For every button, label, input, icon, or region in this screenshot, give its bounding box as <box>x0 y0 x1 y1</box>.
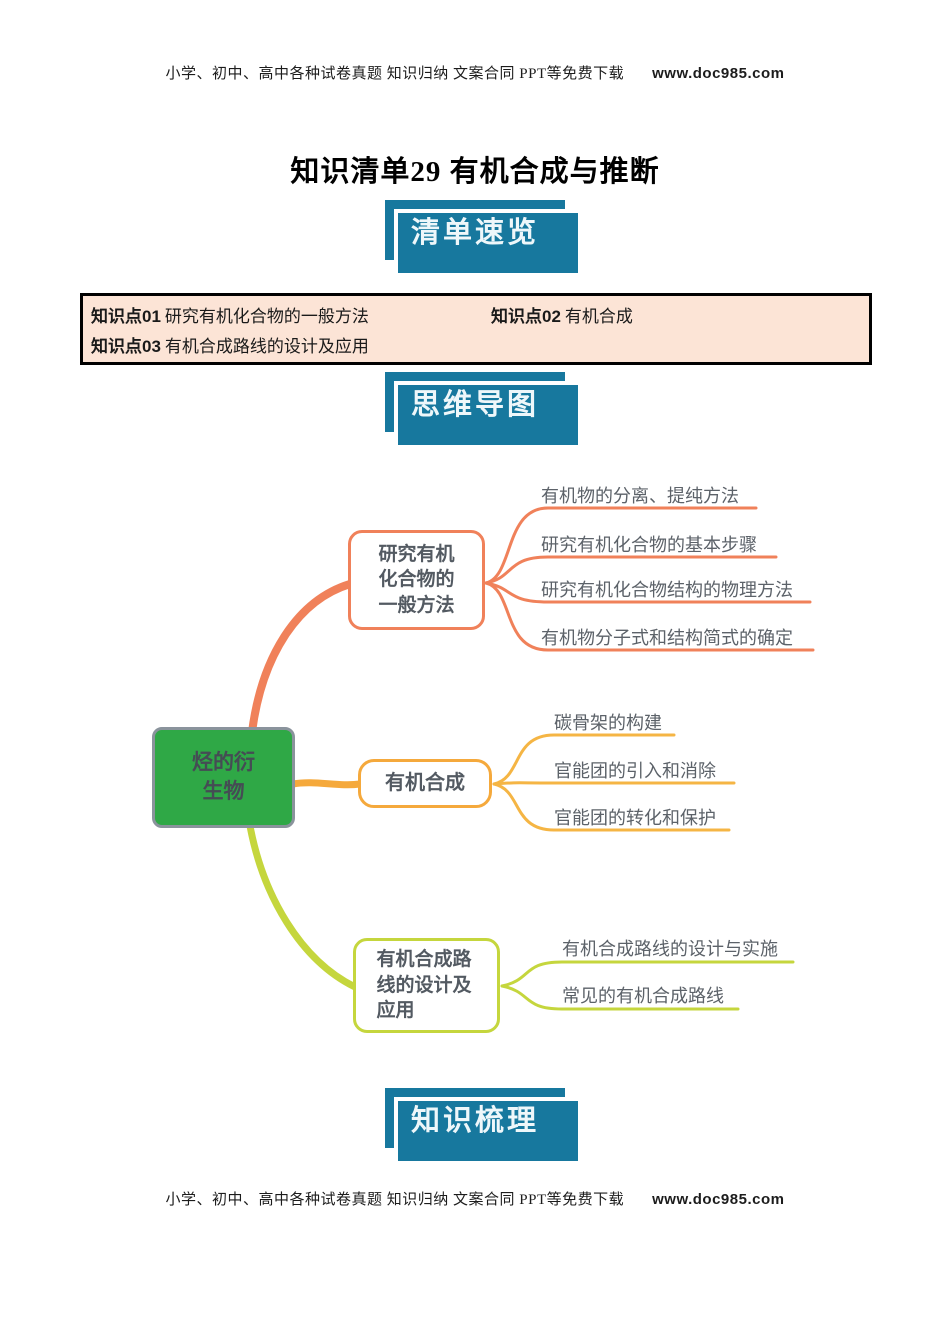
knowledge-banner: 知识梳理 <box>384 1088 579 1161</box>
page-header: 小学、初中、高中各种试卷真题 知识归纳 文案合同 PPT等免费下载 www.doc… <box>0 62 950 83</box>
mindmap-connector-lines <box>246 506 815 1011</box>
footer-url: www.doc985.com <box>652 1191 785 1208</box>
overview-banner: 清单速览 <box>384 200 579 273</box>
knowledge-point-01-label: 知识点01 <box>91 307 161 326</box>
page-title: 知识清单29 有机合成与推断 <box>290 156 660 188</box>
header-text: 小学、初中、高中各种试卷真题 知识归纳 文案合同 PPT等免费下载 <box>165 66 625 82</box>
leaf-line-2-3 <box>492 782 731 832</box>
knowledge-point-03-label: 知识点03 <box>91 337 161 356</box>
page-footer: 小学、初中、高中各种试卷真题 知识归纳 文案合同 PPT等免费下载 www.doc… <box>0 1188 950 1209</box>
mindmap-branch-2-label: 有机合成 <box>385 772 465 794</box>
knowledge-banner-wrap: 知识梳理 <box>0 1088 950 1161</box>
knowledge-point-02-text: 有机合成 <box>564 307 633 326</box>
leaf-line-1-1 <box>484 506 758 585</box>
mindmap-leaf-3-2: 常见的有机合成路线 <box>562 986 724 1006</box>
knowledge-point-01-text: 研究有机化合物的一般方法 <box>164 307 369 326</box>
mindmap-branch-1-node: 研究有机化合物的一般方法 <box>348 530 485 630</box>
leaf-line-2-2 <box>492 781 736 786</box>
footer-text: 小学、初中、高中各种试卷真题 知识归纳 文案合同 PPT等免费下载 <box>165 1192 625 1208</box>
branch-curve-bottom <box>246 822 359 991</box>
leaf-line-1-4 <box>484 581 815 652</box>
mindmap-leaf-3-1: 有机合成路线的设计与实施 <box>562 939 778 959</box>
leaf-line-1-3 <box>484 581 812 604</box>
leaf-line-2-1 <box>492 733 676 786</box>
mindmap-leaf-2-2: 官能团的引入和消除 <box>554 761 716 781</box>
mindmap-root-label: 烃的衍生物 <box>192 751 255 803</box>
leaf-line-3-2 <box>500 984 740 1011</box>
header-url: www.doc985.com <box>652 65 785 82</box>
mindmap-branch-3-node: 有机合成路线的设计及应用 <box>353 938 500 1033</box>
mindmap-leaf-1-3: 研究有机化合物结构的物理方法 <box>541 580 793 600</box>
overview-banner-wrap: 清单速览 <box>0 200 950 273</box>
mindmap-diagram: 烃的衍生物 研究有机化合物的一般方法 有机合成 有机合成路线的设计及应用 有机物… <box>0 450 950 1090</box>
mindmap-banner-wrap: 思维导图 <box>0 372 950 445</box>
mindmap-leaf-1-4: 有机物分子式和结构简式的确定 <box>541 628 793 648</box>
mindmap-banner: 思维导图 <box>384 372 579 445</box>
mindmap-leaf-2-1: 碳骨架的构建 <box>554 713 662 733</box>
mindmap-branch-1-label: 研究有机化合物的一般方法 <box>378 543 455 616</box>
mindmap-leaf-1-1: 有机物的分离、提纯方法 <box>541 486 739 506</box>
branch-curve-middle <box>289 779 364 789</box>
mindmap-leaf-1-2: 研究有机化合物的基本步骤 <box>541 535 757 555</box>
knowledge-point-02-label: 知识点02 <box>491 307 561 326</box>
mindmap-branch-3-label: 有机合成路线的设计及应用 <box>376 949 472 1022</box>
leaf-line-3-1 <box>500 960 795 988</box>
branch-curve-top <box>248 580 354 736</box>
knowledge-point-03-text: 有机合成路线的设计及应用 <box>164 337 369 356</box>
mindmap-branch-2-node: 有机合成 <box>358 759 492 808</box>
mindmap-root-node: 烃的衍生物 <box>152 727 295 828</box>
mindmap-leaf-2-3: 官能团的转化和保护 <box>554 808 716 828</box>
leaf-line-1-2 <box>484 555 778 585</box>
